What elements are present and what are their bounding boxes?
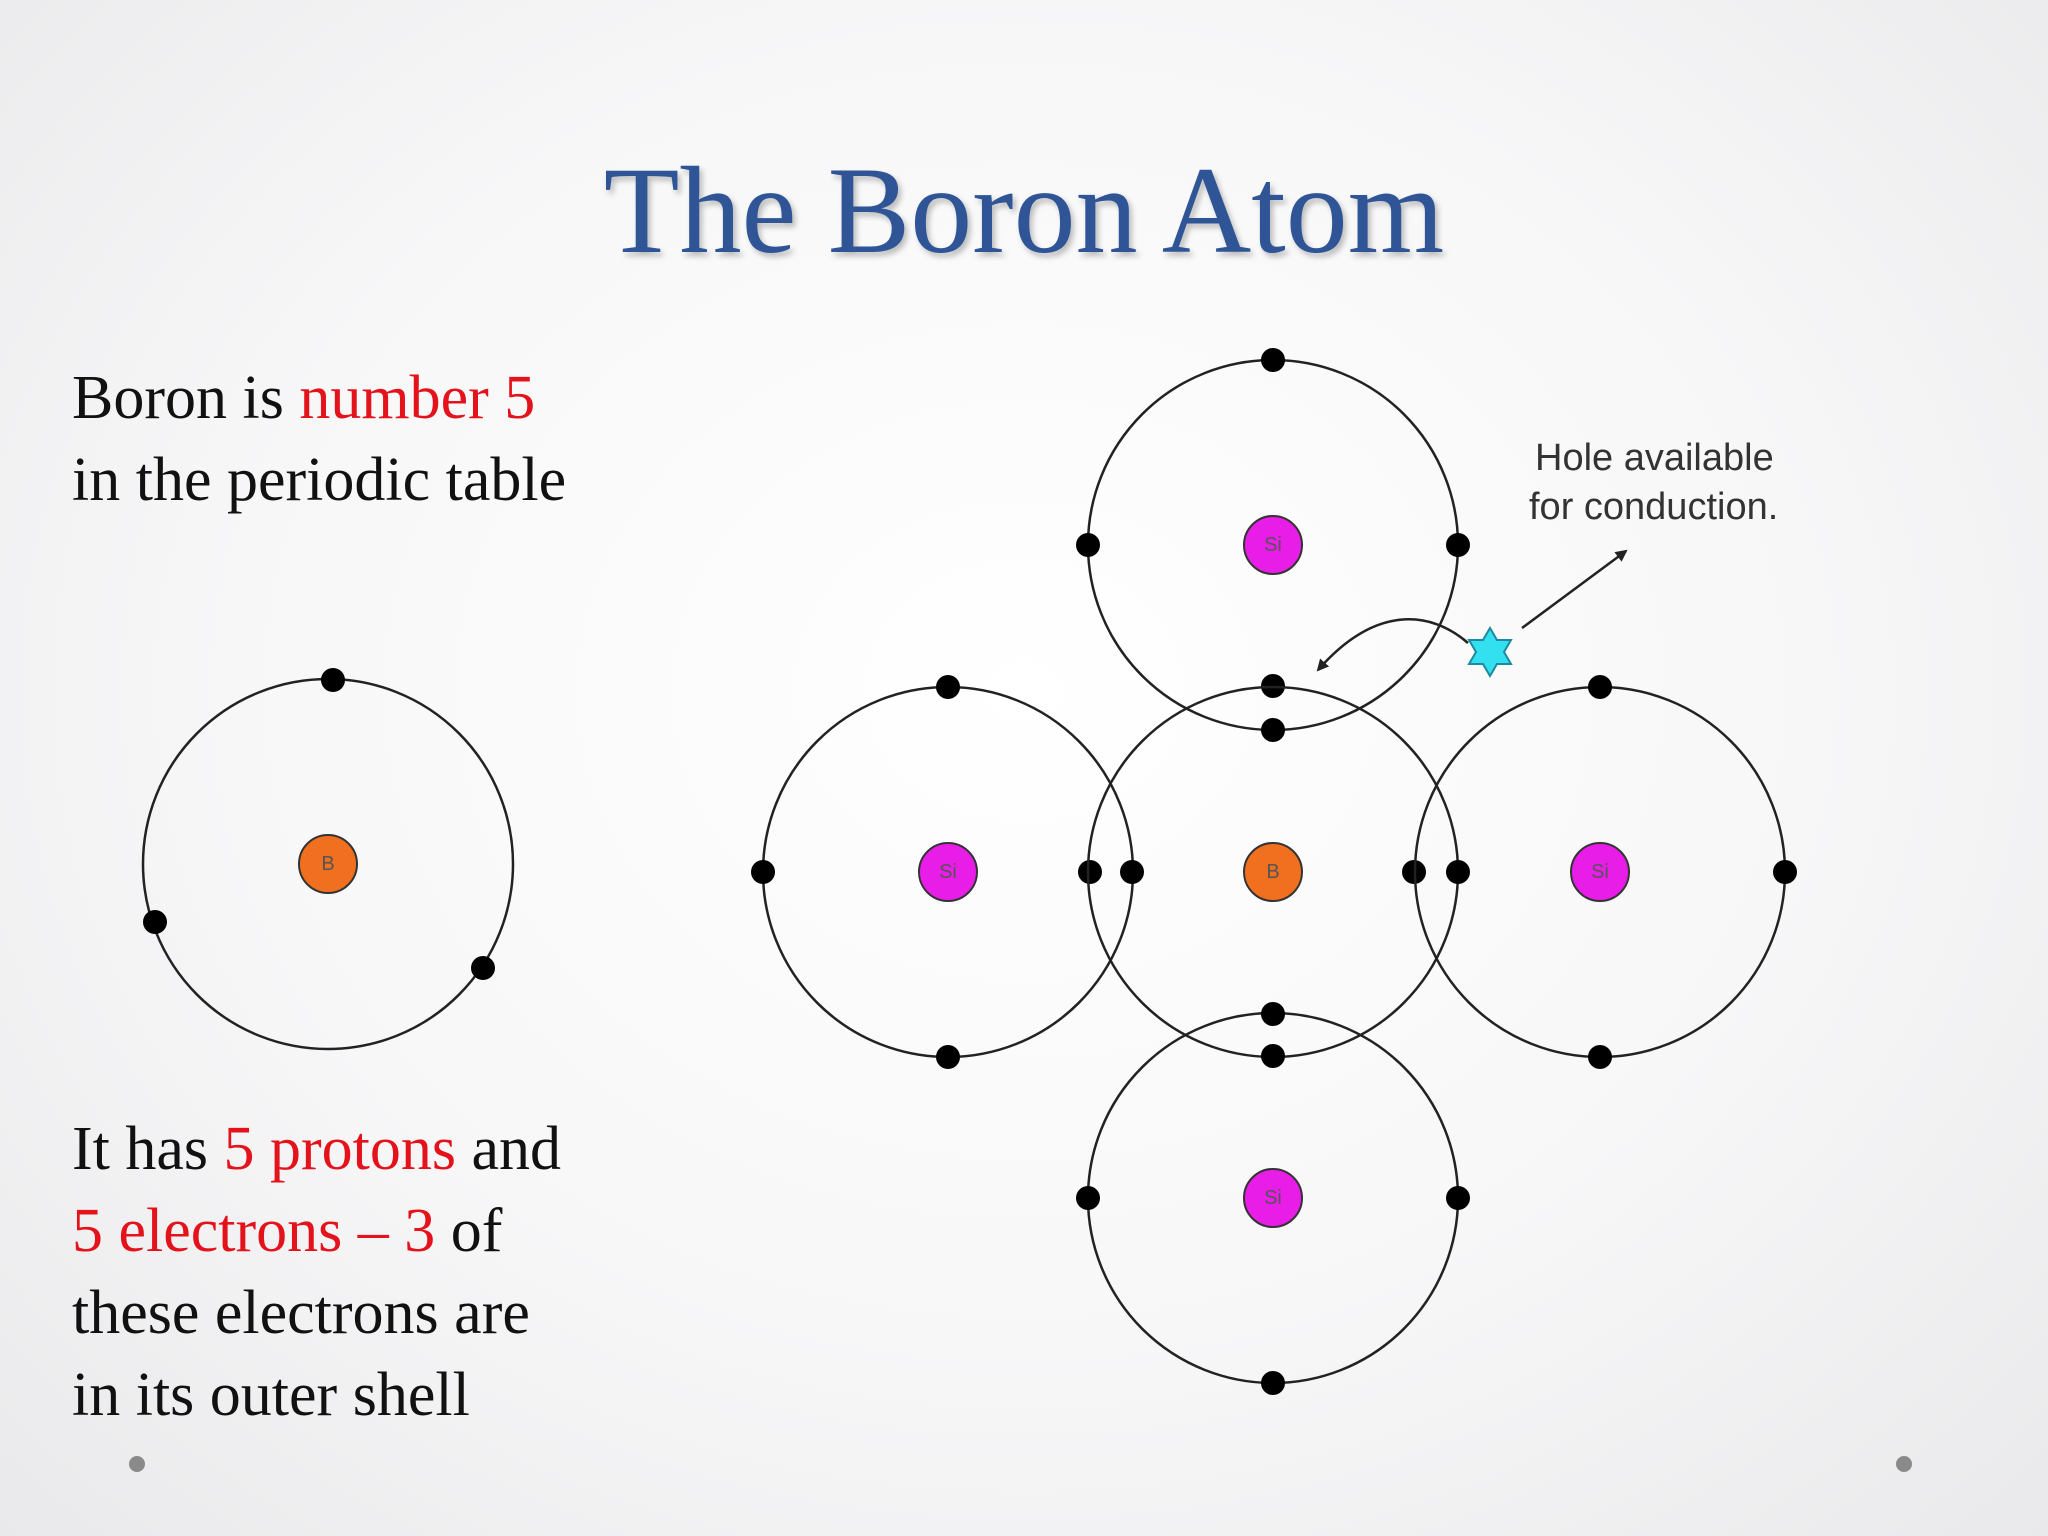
electron: [1078, 860, 1102, 884]
slide-bullet-right: [1896, 1456, 1912, 1472]
hole-label-arrow: [1521, 549, 1628, 630]
electron: [1588, 675, 1612, 699]
silicon-symbol: Si: [1264, 1187, 1282, 1209]
electron: [936, 675, 960, 699]
boron-symbol: B: [321, 853, 334, 875]
electrons-highlight: 5 electrons – 3: [72, 1197, 436, 1265]
hole-star-icon: [1467, 626, 1513, 678]
silicon-nucleus: [1243, 1168, 1303, 1228]
electron: [1261, 1371, 1285, 1395]
electron: [1261, 1002, 1285, 1026]
boron-nucleus: [298, 834, 358, 894]
electron: [1261, 348, 1285, 372]
details-line3: these electrons are: [72, 1279, 530, 1347]
protons-highlight: 5 protons: [223, 1115, 457, 1183]
electron: [471, 956, 495, 980]
hole-move-arrow: [1316, 618, 1469, 672]
electron: [1261, 1044, 1285, 1068]
silicon-atom-right: Si: [1413, 675, 1797, 1069]
electron: [1446, 860, 1470, 884]
electron: [1076, 1186, 1100, 1210]
silicon-nucleus: [918, 842, 978, 902]
intro-highlight: number 5: [299, 364, 536, 432]
silicon-atom-top: Si: [1076, 348, 1470, 732]
electron: [1120, 860, 1144, 884]
intro-line2: in the periodic table: [72, 446, 567, 514]
silicon-symbol: Si: [1264, 534, 1282, 556]
silicon-nucleus: [1570, 842, 1630, 902]
intro-text: Boron is number 5 in the periodic table: [72, 357, 672, 521]
details-part2: and: [456, 1115, 562, 1183]
silicon-symbol: Si: [939, 861, 957, 883]
silicon-symbol: Si: [1591, 861, 1609, 883]
electron: [1076, 533, 1100, 557]
boron-nucleus: [1243, 842, 1303, 902]
slide-bullet-left: [129, 1456, 145, 1472]
electron: [751, 860, 775, 884]
details-text: It has 5 protons and 5 electrons – 3 of …: [72, 1108, 692, 1436]
boron-lattice-diagram: Si Si B: [751, 348, 1797, 1395]
boron-atom-single: B: [141, 668, 515, 1051]
boron-symbol: B: [1266, 861, 1279, 883]
electron: [1773, 860, 1797, 884]
electron: [1261, 718, 1285, 742]
silicon-nucleus: [1243, 515, 1303, 575]
details-part3: of: [435, 1197, 503, 1265]
electron: [1446, 533, 1470, 557]
intro-line1-prefix: Boron is: [72, 364, 300, 432]
electron: [321, 668, 345, 692]
silicon-atom-left: Si: [751, 675, 1135, 1069]
slide-title: The Boron Atom: [603, 142, 1445, 279]
hole-label-line1: Hole available: [1535, 437, 1774, 479]
electron: [143, 910, 167, 934]
silicon-atom-bottom: Si: [1076, 1002, 1470, 1395]
electron: [1446, 1186, 1470, 1210]
electron: [1588, 1045, 1612, 1069]
boron-atom-center: B: [1086, 685, 1460, 1059]
electron: [936, 1045, 960, 1069]
details-part1: It has: [72, 1115, 224, 1183]
details-line4: in its outer shell: [72, 1361, 470, 1429]
hole-label-line2: for conduction.: [1529, 486, 1778, 528]
